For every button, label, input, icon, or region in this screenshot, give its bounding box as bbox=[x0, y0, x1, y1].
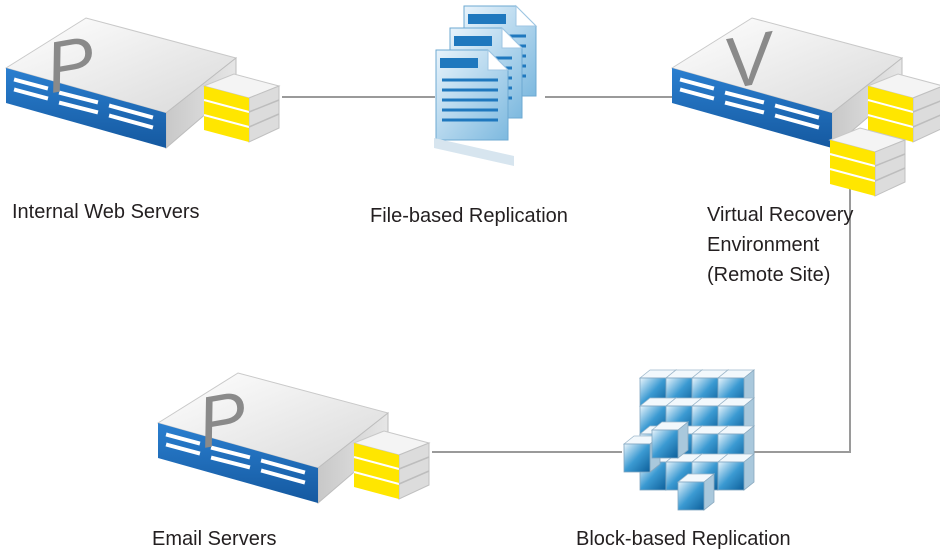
block-storage-icon bbox=[623, 369, 755, 511]
virtual-server-icon: V bbox=[670, 16, 940, 197]
email-server-icon: P bbox=[156, 371, 430, 505]
node-label-virtual-recovery-environment: Virtual Recovery Environment (Remote Sit… bbox=[707, 204, 854, 286]
node-label-block-based-replication: Block-based Replication bbox=[576, 528, 791, 550]
node-label-file-based-replication: File-based Replication bbox=[370, 205, 568, 227]
documents-stack-icon bbox=[434, 4, 538, 166]
node-label-email-servers: Email Servers bbox=[152, 528, 276, 550]
node-label-internal-web-servers: Internal Web Servers bbox=[12, 201, 200, 223]
connector-lines bbox=[282, 96, 851, 453]
internal-web-server-icon: P bbox=[4, 16, 280, 150]
